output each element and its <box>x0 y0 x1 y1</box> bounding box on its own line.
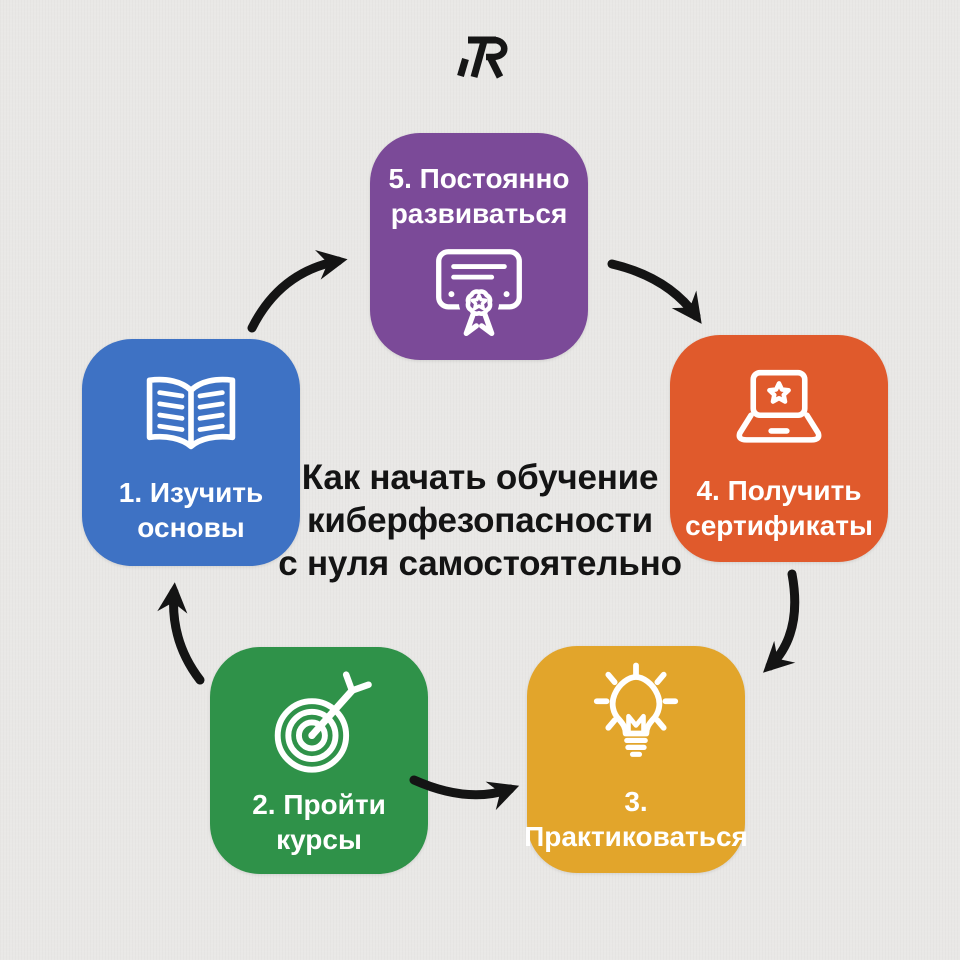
laptop-star-icon <box>736 369 822 443</box>
step-label-line: основы <box>137 512 245 543</box>
step-label-line: развиваться <box>390 198 568 229</box>
step-label-line: сертификаты <box>685 510 873 541</box>
step-label: 1. Изучить основы <box>119 475 263 545</box>
title-line: с нуля самостоятельно <box>278 544 682 583</box>
arrow-step2-to-step1 <box>157 582 205 685</box>
title-line: Как начать обучение <box>301 458 659 497</box>
step-label-line: 5. Постоянно <box>388 163 570 194</box>
arrow-step4-to-step3 <box>763 569 800 673</box>
step-label-line: Практиковаться <box>524 821 748 852</box>
arrow-step2-to-step3 <box>409 775 520 811</box>
step-card-2: 2. Пройти курсы <box>210 647 428 874</box>
title-line: киберфезопасности <box>307 501 653 540</box>
lightbulb-icon <box>593 662 679 757</box>
step-label-line: 4. Получить <box>696 475 862 506</box>
step-card-1: 1. Изучить основы <box>82 339 300 566</box>
step-label: 4. Получить сертификаты <box>685 473 873 543</box>
open-book-icon <box>146 376 236 450</box>
arrow-step1-to-step5 <box>247 249 348 333</box>
step-label: 3. Практиковаться <box>524 784 748 854</box>
step-label-line: курсы <box>276 824 362 855</box>
page-title: Как начать обучение киберфезопасности с … <box>230 456 730 585</box>
rosette-backplate <box>458 282 500 323</box>
step-label-line: 1. Изучить <box>118 477 264 508</box>
brand-logo <box>448 32 512 82</box>
step-label-line: 2. Пройти <box>252 789 386 820</box>
arrow-step5-to-step4 <box>607 259 702 324</box>
step-card-5: 5. Постоянно развиваться <box>370 133 588 360</box>
target-arrow-icon <box>274 671 372 773</box>
step-label: 5. Постоянно развиваться <box>389 161 570 231</box>
7r-monogram-icon <box>457 36 508 79</box>
step-label: 2. Пройти курсы <box>252 787 386 857</box>
step-card-3: 3. Практиковаться <box>524 646 748 873</box>
step-card-4: 4. Получить сертификаты <box>670 335 888 562</box>
certificate-icon <box>436 249 522 336</box>
step-label-line: 3. <box>624 786 648 817</box>
